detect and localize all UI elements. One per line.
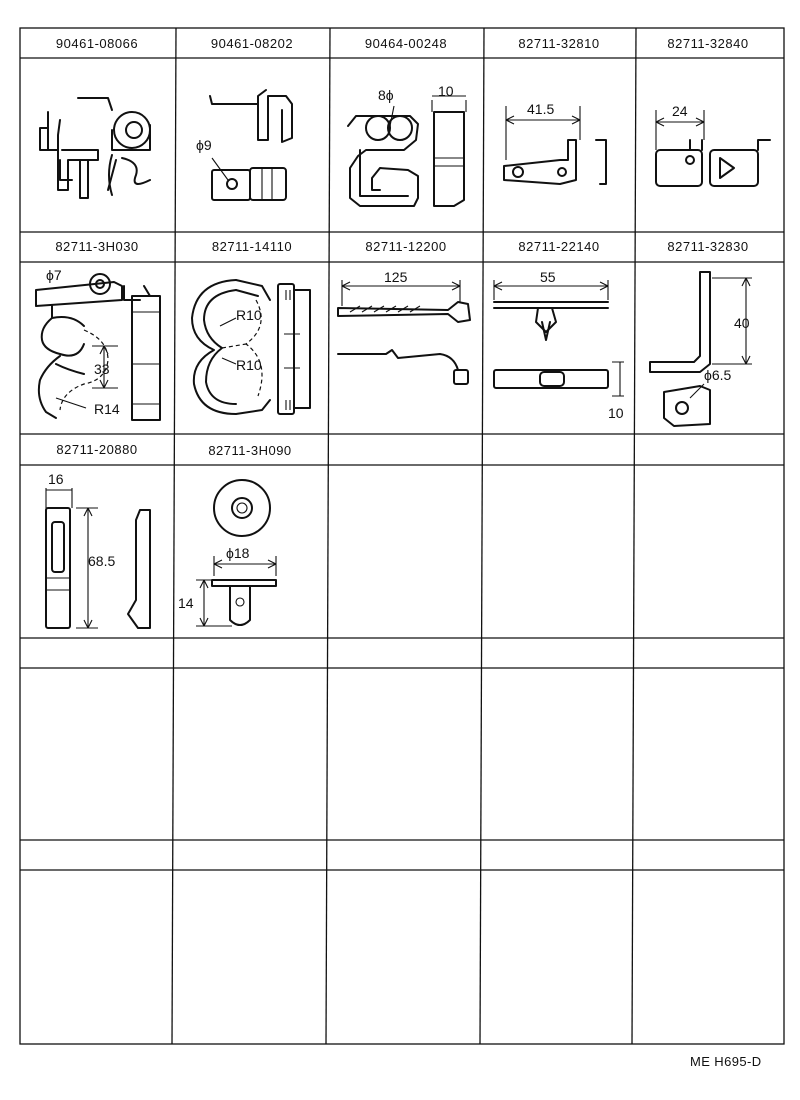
dimension-label: 41.5: [527, 101, 554, 117]
dimension-label: 8ϕ: [378, 87, 394, 103]
dimension-label: R14: [94, 401, 120, 417]
table-grid: [19, 27, 785, 1045]
part-number: 82711-32810: [518, 36, 599, 51]
cable-tie-band-icon: 125: [337, 269, 471, 385]
double-hole-clamp-icon: 10 8ϕ: [347, 83, 467, 207]
part-number: 90461-08066: [56, 36, 138, 51]
push-pin-clip-icon: 55 10: [493, 269, 624, 421]
dimension-label: ϕ6.5: [704, 367, 732, 383]
dimension-label: R10: [236, 357, 262, 373]
hose-clamp-clip-icon: ϕ9: [196, 89, 293, 201]
flat-bracket-clip-icon: 41.5: [503, 101, 607, 185]
wire-clip-bracket-icon: [39, 97, 151, 199]
dimension-label: 125: [384, 269, 408, 285]
wire-retainer-strip-icon: 16 68.5: [45, 471, 151, 629]
angle-bracket-icon: 40 ϕ6.5: [649, 271, 752, 427]
dimension-label: ϕ9: [196, 137, 212, 153]
round-push-clip-icon: ϕ18 14: [178, 479, 277, 627]
dimension-label: 16: [48, 471, 64, 487]
part-number: 82711-3H090: [208, 443, 291, 458]
dimension-label: 10: [438, 83, 454, 99]
part-number: 82711-3H030: [55, 239, 138, 254]
cable-clip-with-stud-icon: ϕ7 33 R14: [35, 267, 161, 421]
dimension-label: R10: [236, 307, 262, 323]
part-number: 82711-12200: [365, 239, 446, 254]
part-number: 82711-22140: [518, 239, 599, 254]
tab-bracket-clip-icon: 24: [655, 103, 771, 187]
part-number: 90461-08202: [211, 36, 293, 51]
dimension-label: ϕ18: [226, 545, 250, 561]
part-number: 90464-00248: [365, 36, 447, 51]
part-number: 82711-20880: [56, 442, 137, 457]
dimension-label: 24: [672, 103, 688, 119]
twin-loop-clamp-icon: R10 R10: [191, 279, 311, 415]
dimension-label: 68.5: [88, 553, 115, 569]
part-number: 82711-32840: [667, 36, 748, 51]
dimension-label: ϕ7: [46, 267, 62, 283]
part-number: 82711-14110: [212, 239, 292, 254]
dimension-label: 33: [94, 361, 110, 377]
dimension-label: 10: [608, 405, 624, 421]
part-number: 82711-32830: [667, 239, 748, 254]
drawing-code: ME H695-D: [690, 1054, 762, 1069]
dimension-label: 55: [540, 269, 556, 285]
dimension-label: 40: [734, 315, 750, 331]
dimension-label: 14: [178, 595, 194, 611]
